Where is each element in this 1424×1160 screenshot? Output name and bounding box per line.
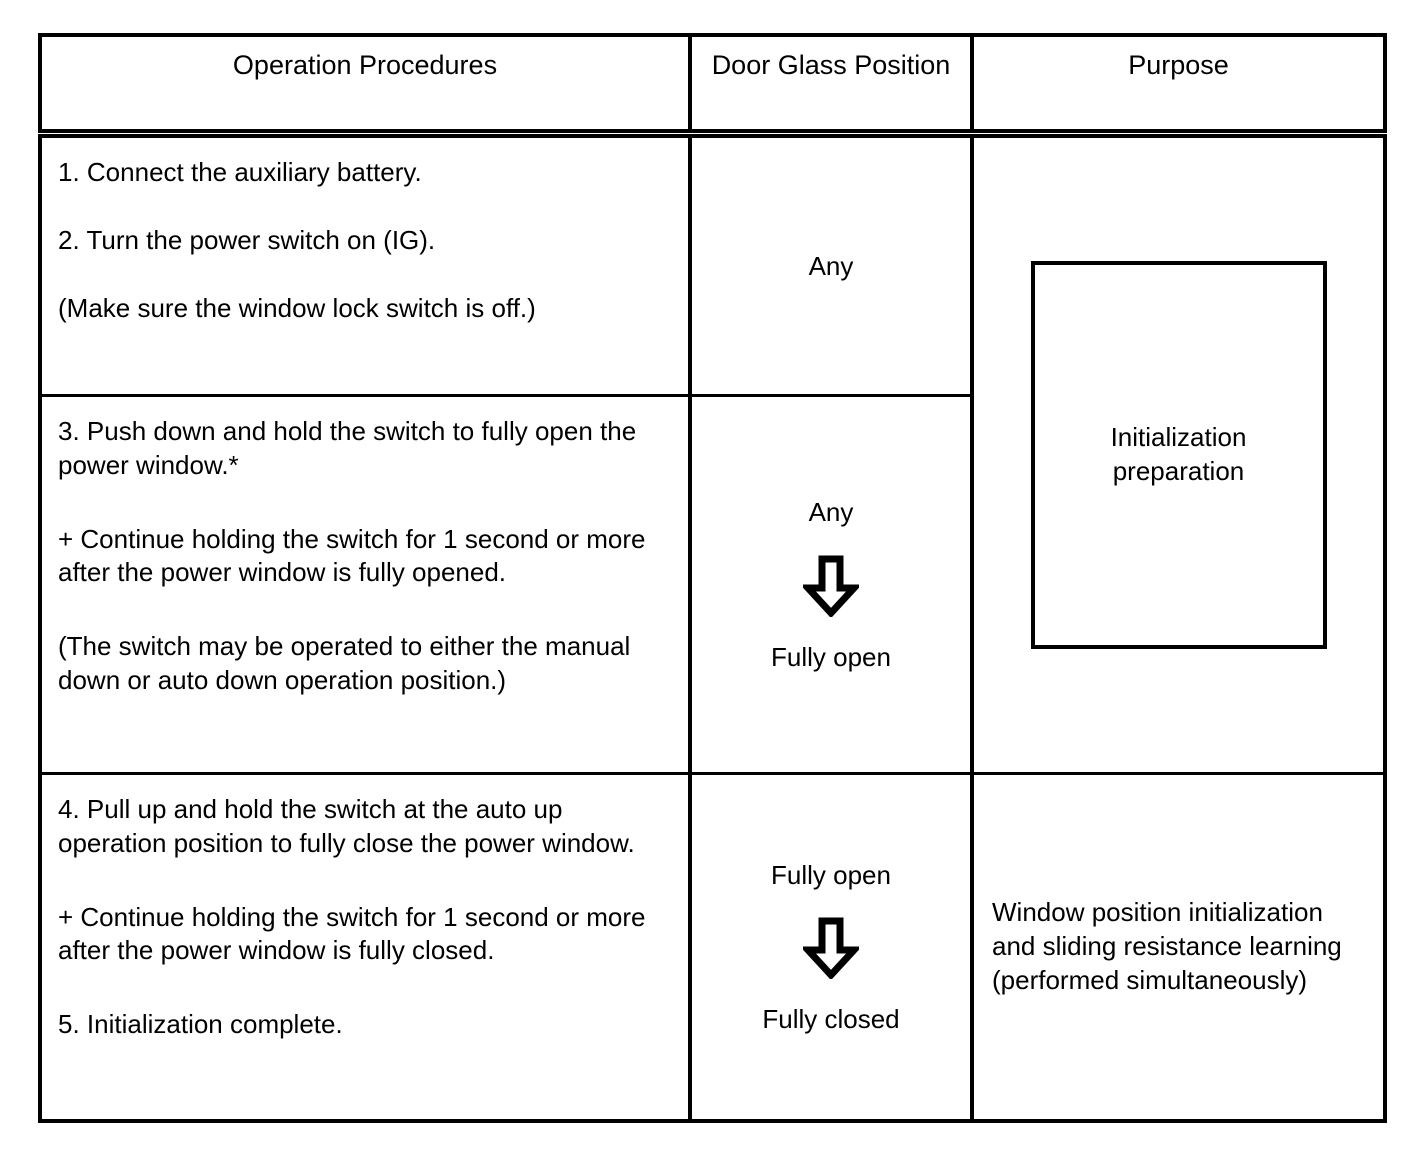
header-purpose: Purpose <box>1128 50 1229 80</box>
purpose-row-3-line-3: (performed simultaneously) <box>992 964 1308 995</box>
initialization-preparation-text: Initialization preparation <box>1111 421 1247 489</box>
position-to-label-row3: Fully closed <box>762 1004 900 1034</box>
table-row-3-door-glass-position: Fully open Fully closed <box>692 775 970 1119</box>
procedure-note-2: + Continue holding the switch for 1 seco… <box>58 523 646 588</box>
position-from-label-row1: Any <box>808 250 854 281</box>
procedure-note-3: (The switch may be operated to either th… <box>58 631 631 695</box>
table-row-3-purpose: Window position initialization and slidi… <box>974 775 1383 1119</box>
down-arrow-icon <box>800 917 862 981</box>
initialization-preparation-line-1: Initialization <box>1110 422 1247 453</box>
column-divider-1 <box>688 37 692 1119</box>
position-from-label-row2: Any <box>808 497 854 527</box>
column-divider-2 <box>970 37 974 1119</box>
row-divider-1 <box>42 394 974 397</box>
procedure-step-3: 3. Push down and hold the switch to full… <box>58 416 637 480</box>
row-divider-2 <box>38 772 1387 775</box>
header-double-rule <box>38 129 1387 138</box>
header-door-glass-position: Door Glass Position <box>711 50 951 80</box>
table-row-3-procedures: 4. Pull up and hold the switch at the au… <box>42 775 688 1119</box>
purpose-row-3-line-1: Window position initialization <box>992 897 1323 928</box>
header-operation-procedures: Operation Procedures <box>232 50 498 80</box>
procedure-note-1: (Make sure the window lock switch is off… <box>58 292 536 323</box>
power-window-initialization-table: Operation Procedures Door Glass Position… <box>38 33 1387 1123</box>
procedure-note-4: + Continue holding the switch for 1 seco… <box>58 901 646 966</box>
procedure-step-1: 1. Connect the auxiliary battery. <box>58 157 422 187</box>
table-purpose-merged-cell: Initialization preparation <box>974 138 1383 772</box>
table-row-2-door-glass-position: Any Fully open <box>692 397 970 772</box>
procedure-step-5: 5. Initialization complete. <box>58 1009 343 1040</box>
procedure-step-4: 4. Pull up and hold the switch at the au… <box>58 794 635 858</box>
initialization-preparation-line-2: preparation <box>1112 456 1245 486</box>
table-grid: Operation Procedures Door Glass Position… <box>38 37 1387 1119</box>
purpose-row-3-line-2: and sliding resistance learning <box>992 931 1342 962</box>
down-arrow-icon <box>800 555 862 618</box>
position-from-label-row3: Fully open <box>771 859 891 890</box>
purpose-row-3-text: Window position initialization and slidi… <box>992 896 1342 997</box>
initialization-preparation-box: Initialization preparation <box>1030 261 1327 649</box>
table-row-2-procedures: 3. Push down and hold the switch to full… <box>42 397 688 772</box>
table-row-1-door-glass-position: Any <box>692 138 970 394</box>
position-to-label-row2: Fully open <box>771 641 891 672</box>
table-row-1-procedures: 1. Connect the auxiliary battery. 2. Tur… <box>42 138 688 394</box>
procedure-step-2: 2. Turn the power switch on (IG). <box>58 224 436 255</box>
